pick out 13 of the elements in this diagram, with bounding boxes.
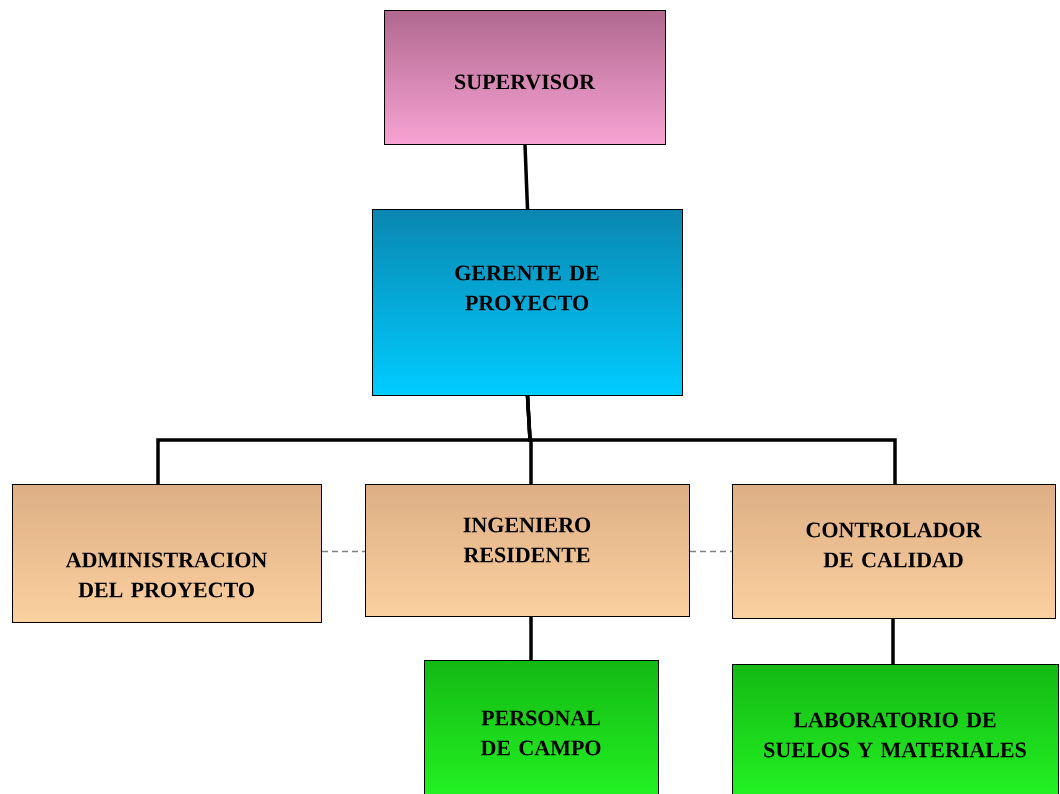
org-box: INGENIERO RESIDENTE (365, 484, 690, 617)
org-box: CONTROLADOR DE CALIDAD (732, 484, 1056, 619)
org-box: SUPERVISOR (384, 10, 666, 145)
connector-line (523, 144, 530, 210)
org-box: LABORATORIO DE SUELOS Y MATERIALES (732, 664, 1059, 794)
connector-line (891, 618, 895, 664)
org-box: ADMINISTRACION DEL PROYECTO (12, 484, 322, 623)
connector-line (689, 550, 733, 553)
connector-line (321, 550, 366, 553)
connector-line (529, 616, 533, 660)
org-box: PERSONAL DE CAMPO (424, 660, 659, 794)
org-box: GERENTE DE PROYECTO (372, 209, 683, 396)
connector-line (525, 395, 897, 484)
